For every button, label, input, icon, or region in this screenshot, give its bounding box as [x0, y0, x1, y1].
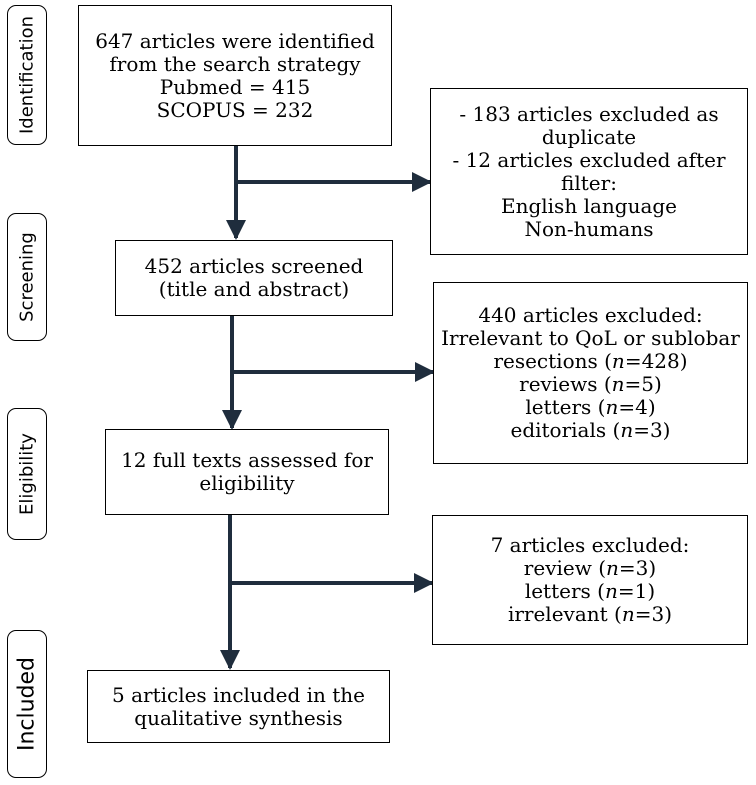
excluded-screening-item-reviews: reviews (n=5): [519, 372, 662, 396]
stage-eligibility: Eligibility: [7, 408, 47, 540]
excluded-screening-item-resections: resections (n=428): [493, 349, 688, 373]
excluded-duplicates-line-2: duplicate: [541, 124, 637, 149]
identified-line-1: 647 articles were identified: [95, 28, 375, 53]
excluded-eligibility-item-irrelevant: irrelevant (n=3): [507, 602, 673, 626]
box-excluded-duplicates: - 183 articles excluded as duplicate - 1…: [430, 88, 748, 255]
excluded-eligibility-item-letters: letters (n=1): [524, 579, 656, 603]
identified-line-4: SCOPUS = 232: [156, 97, 314, 122]
excluded-duplicates-line-3: - 12 articles excluded after: [452, 147, 726, 172]
stage-identification: Identification: [7, 5, 47, 145]
box-full-texts: 12 full texts assessed for eligibility: [105, 429, 389, 515]
box-excluded-eligibility: 7 articles excluded: review (n=3) letter…: [432, 515, 748, 645]
full-texts-line-1: 12 full texts assessed for: [121, 448, 373, 472]
box-screened: 452 articles screened (title and abstrac…: [115, 240, 393, 316]
full-texts-line-2: eligibility: [199, 471, 295, 495]
box-identified: 647 articles were identified from the se…: [78, 5, 392, 146]
screened-line-2: (title and abstract): [158, 277, 350, 301]
included-line-1: 5 articles included in the: [112, 682, 365, 707]
box-excluded-screening: 440 articles excluded: Irrelevant to QoL…: [433, 282, 748, 464]
excluded-eligibility-item-review: review (n=3): [523, 556, 657, 580]
stage-screening: Screening: [7, 213, 47, 341]
stage-included: Included: [7, 630, 47, 778]
excluded-duplicates-line-1: - 183 articles excluded as: [459, 101, 719, 126]
excluded-duplicates-line-4: filter:: [561, 170, 617, 195]
excluded-duplicates-line-6: Non-humans: [524, 216, 654, 241]
excluded-screening-item-editorials: editorials (n=3): [510, 418, 671, 442]
excluded-screening-item-letters: letters (n=4): [525, 395, 656, 419]
excluded-screening-line-1: Irrelevant to QoL or sublobar: [441, 326, 740, 350]
excluded-duplicates-line-5: English language: [500, 193, 678, 218]
excluded-eligibility-header: 7 articles excluded:: [490, 533, 690, 557]
identified-line-2: from the search strategy: [109, 51, 361, 76]
box-included: 5 articles included in the qualitative s…: [87, 670, 390, 743]
identified-line-3: Pubmed = 415: [159, 74, 311, 99]
included-line-2: qualitative synthesis: [134, 705, 343, 730]
screened-line-1: 452 articles screened: [144, 254, 364, 278]
excluded-screening-header: 440 articles excluded:: [478, 303, 703, 327]
